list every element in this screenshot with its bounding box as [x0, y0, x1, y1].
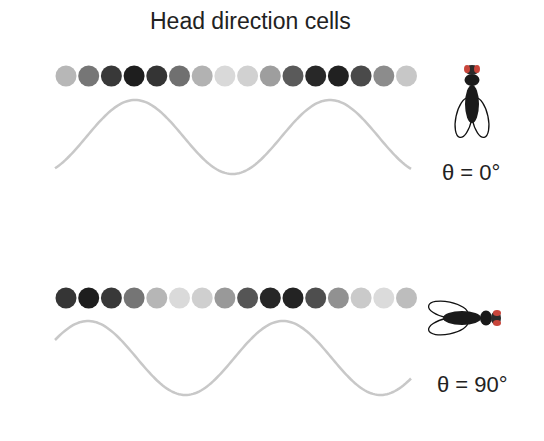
- cell-dot: [101, 288, 122, 309]
- cell-dot: [373, 288, 394, 309]
- cell-row: [56, 288, 418, 309]
- cell-dot: [351, 288, 372, 309]
- cell-dot: [260, 66, 281, 87]
- cell-dot: [237, 66, 258, 87]
- cell-dot: [146, 66, 167, 87]
- fly-icon: [452, 65, 492, 139]
- angle-label: θ = 0°: [442, 160, 500, 186]
- cell-row: [56, 66, 418, 87]
- cell-dot: [101, 66, 122, 87]
- cell-dot: [373, 66, 394, 87]
- cell-dot: [214, 288, 235, 309]
- fly-icon: [427, 298, 501, 338]
- cell-dot: [56, 66, 77, 87]
- cell-dot: [78, 288, 99, 309]
- activity-wave: [55, 321, 411, 395]
- cell-dot: [78, 66, 99, 87]
- cell-dot: [283, 66, 304, 87]
- cell-dot: [260, 288, 281, 309]
- cell-dot: [396, 66, 417, 87]
- activity-wave: [55, 100, 411, 174]
- cell-dot: [146, 288, 167, 309]
- cell-dot: [396, 288, 417, 309]
- cell-dot: [124, 66, 145, 87]
- cell-dot: [237, 288, 258, 309]
- cell-dot: [283, 288, 304, 309]
- cell-dot: [169, 288, 190, 309]
- cell-dot: [305, 288, 326, 309]
- figure-title: Head direction cells: [150, 8, 351, 35]
- cell-dot: [214, 66, 235, 87]
- cell-dot: [305, 66, 326, 87]
- cell-dot: [328, 288, 349, 309]
- cell-dot: [192, 288, 213, 309]
- cell-dot: [192, 66, 213, 87]
- cell-dot: [169, 66, 190, 87]
- angle-label: θ = 90°: [437, 372, 508, 398]
- cell-dot: [328, 66, 349, 87]
- cell-dot: [351, 66, 372, 87]
- cell-dot: [56, 288, 77, 309]
- cell-dot: [124, 288, 145, 309]
